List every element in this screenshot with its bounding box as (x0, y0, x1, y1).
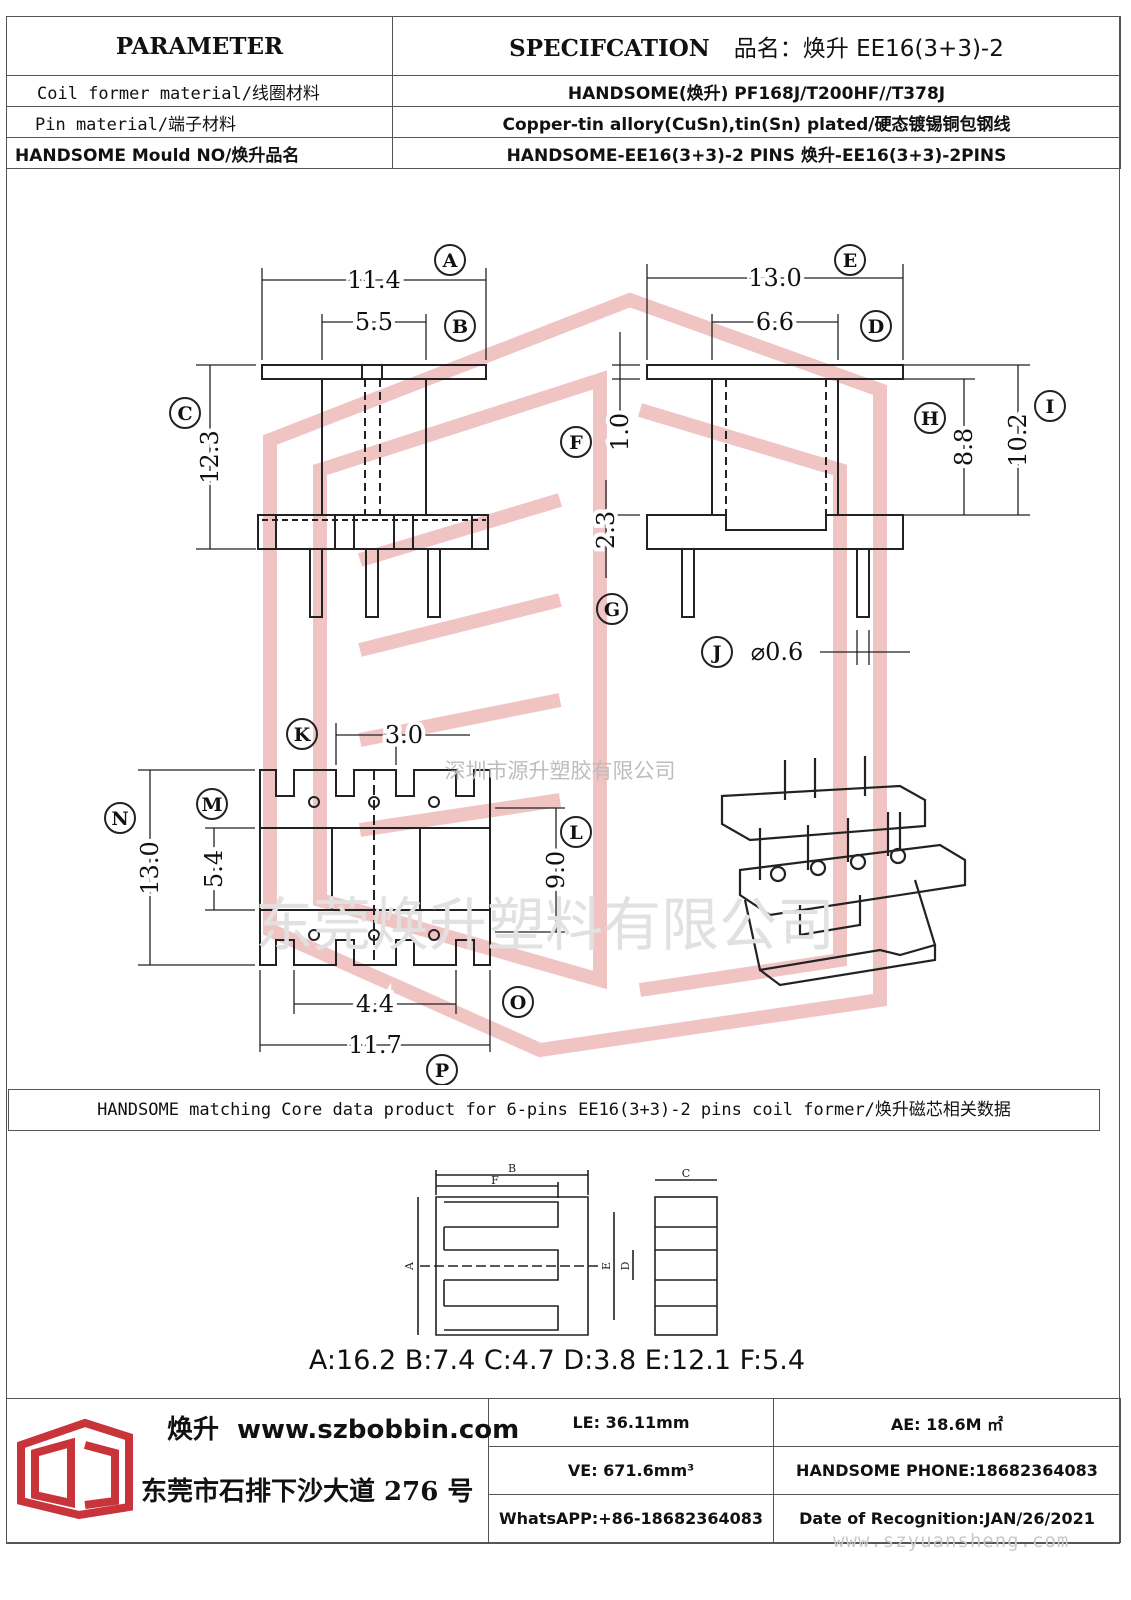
core-label-d: D (619, 1261, 632, 1270)
dim-l-value: 9.0 (542, 851, 570, 889)
front-view (257, 364, 489, 618)
side-view (646, 364, 904, 618)
label-c: C (177, 403, 192, 425)
watermark-company-small: 深圳市源升塑胶有限公司 (445, 759, 676, 783)
label-e: E (843, 250, 857, 272)
brand-name: 焕升 (167, 1415, 220, 1445)
company-address: 东莞市石排下沙大道 276 号 (141, 1477, 474, 1507)
recognition-date: Date of Recognition:JAN/26/2021 (773, 1494, 1121, 1543)
ae-value: AE: 18.6M ㎡ (773, 1398, 1121, 1447)
label-g: G (604, 599, 620, 621)
whatsapp-value: WhatsAPP:+86-18682364083 (488, 1494, 774, 1543)
watermark-company-large: 东莞焕升塑料有限公司 (255, 891, 835, 959)
label-i: I (1046, 396, 1055, 418)
label-f: F (569, 432, 583, 454)
dim-o-value: 4.4 (356, 990, 394, 1018)
dim-f-value: 1.0 (606, 413, 634, 451)
mould-no-label: HANDSOME Mould NO/焕升品名 (6, 137, 393, 169)
dim-e-value: 13.0 (748, 264, 801, 292)
label-circles (104, 244, 1066, 1085)
product-name: 品名：焕升 EE16(3+3)-2 (733, 36, 1004, 62)
core-dimension-values: A:16.2 B:7.4 C:4.7 D:3.8 E:12.1 F:5.4 (308, 1345, 806, 1376)
company-logo-icon (17, 1418, 133, 1519)
core-label-c: C (682, 1167, 690, 1180)
ve-value: VE: 671.6mm³ (488, 1446, 774, 1495)
core-label-f: F (491, 1174, 499, 1187)
label-p: P (435, 1060, 449, 1082)
core-data-title: HANDSOME matching Core data product for … (8, 1089, 1100, 1131)
pin-material-label: Pin material/端子材料 (6, 106, 393, 138)
dim-p-value: 11.7 (348, 1031, 401, 1059)
dim-d-value: 6.6 (756, 308, 794, 336)
iso-view (720, 756, 967, 987)
top-view (259, 769, 491, 966)
spec-label: SPECIFCATION (509, 35, 710, 62)
core-label-e: E (600, 1262, 613, 1270)
label-k: K (294, 724, 312, 746)
footer-table: 焕升 www.szbobbin.com 东莞市石排下沙大道 276 号 LE: 3… (6, 1398, 1121, 1543)
label-j: J (711, 642, 722, 664)
label-o: O (510, 992, 527, 1014)
label-n: N (111, 808, 128, 830)
label-l: L (569, 822, 582, 844)
pin-material-value: Copper-tin allory(CuSn),tin(Sn) plated/硬… (392, 106, 1121, 138)
dim-h-value: 8.8 (950, 428, 978, 466)
le-value: LE: 36.11mm (488, 1398, 774, 1447)
core-label-b: B (508, 1162, 516, 1175)
dim-c-value: 12.3 (196, 430, 224, 483)
brand-line: 焕升 www.szbobbin.com (167, 1409, 519, 1446)
label-d: D (868, 316, 884, 338)
specification-heading: SPECIFCATION 品名：焕升 EE16(3+3)-2 (392, 16, 1121, 76)
dim-k-value: 3.0 (385, 721, 423, 749)
bobbin-drawing: A B C D E F G H I J K L M N O P 11.4 5.5… (104, 244, 1066, 1085)
dim-m-value: 5.4 (200, 850, 228, 888)
dim-n-value: 13.0 (136, 841, 164, 894)
phone-value: HANDSOME PHONE:18682364083 (773, 1446, 1121, 1495)
watermark-logo (263, 292, 887, 1058)
parameter-heading: PARAMETER (6, 16, 393, 76)
company-info-cell: 焕升 www.szbobbin.com 东莞市石排下沙大道 276 号 (6, 1398, 519, 1543)
label-h: H (921, 408, 939, 430)
coil-material-value: HANDSOME(焕升) PF168J/T200HF//T378J (392, 75, 1121, 107)
mould-no-value: HANDSOME-EE16(3+3)-2 PINS 焕升-EE16(3+3)-2… (392, 137, 1121, 169)
label-b: B (452, 316, 468, 338)
dim-b-value: 5.5 (355, 308, 393, 336)
dimension-lines (138, 264, 1030, 1052)
dim-g-value: 2.3 (592, 511, 620, 549)
brand-website: www.szbobbin.com (237, 1415, 520, 1445)
dim-j-value: ⌀0.6 (751, 638, 804, 666)
core-drawing: B F C A E D (403, 1162, 718, 1336)
dim-a-value: 11.4 (347, 266, 400, 294)
coil-material-label: Coil former material/线圈材料 (6, 75, 393, 107)
watermark-website: www.szyuansheng.com (833, 1530, 1070, 1552)
core-label-a: A (403, 1261, 416, 1271)
label-a: A (442, 250, 458, 272)
label-m: M (201, 794, 222, 816)
dim-i-value: 10.2 (1004, 413, 1032, 466)
